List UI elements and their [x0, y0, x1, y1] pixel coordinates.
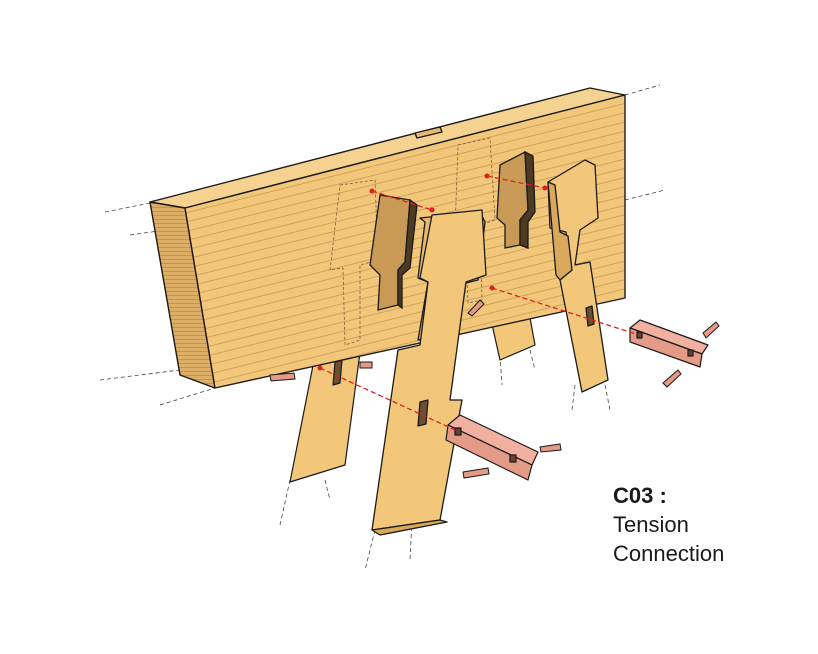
caption-code: C03 :: [613, 483, 667, 508]
alignment-guides: [317, 173, 637, 431]
top-notch: [414, 126, 443, 139]
tension-key-front: [445, 414, 539, 481]
caption-line-1: Tension: [613, 512, 689, 537]
front-post-left: [371, 209, 487, 536]
wedges: [269, 299, 720, 479]
figure-caption: C03 : Tension Connection: [613, 481, 724, 568]
mortise-left: [369, 194, 418, 311]
caption-line-2: Connection: [613, 541, 725, 566]
mortise-right: [496, 150, 536, 249]
front-post-right: [547, 159, 609, 393]
tension-key-rear: [629, 319, 709, 368]
